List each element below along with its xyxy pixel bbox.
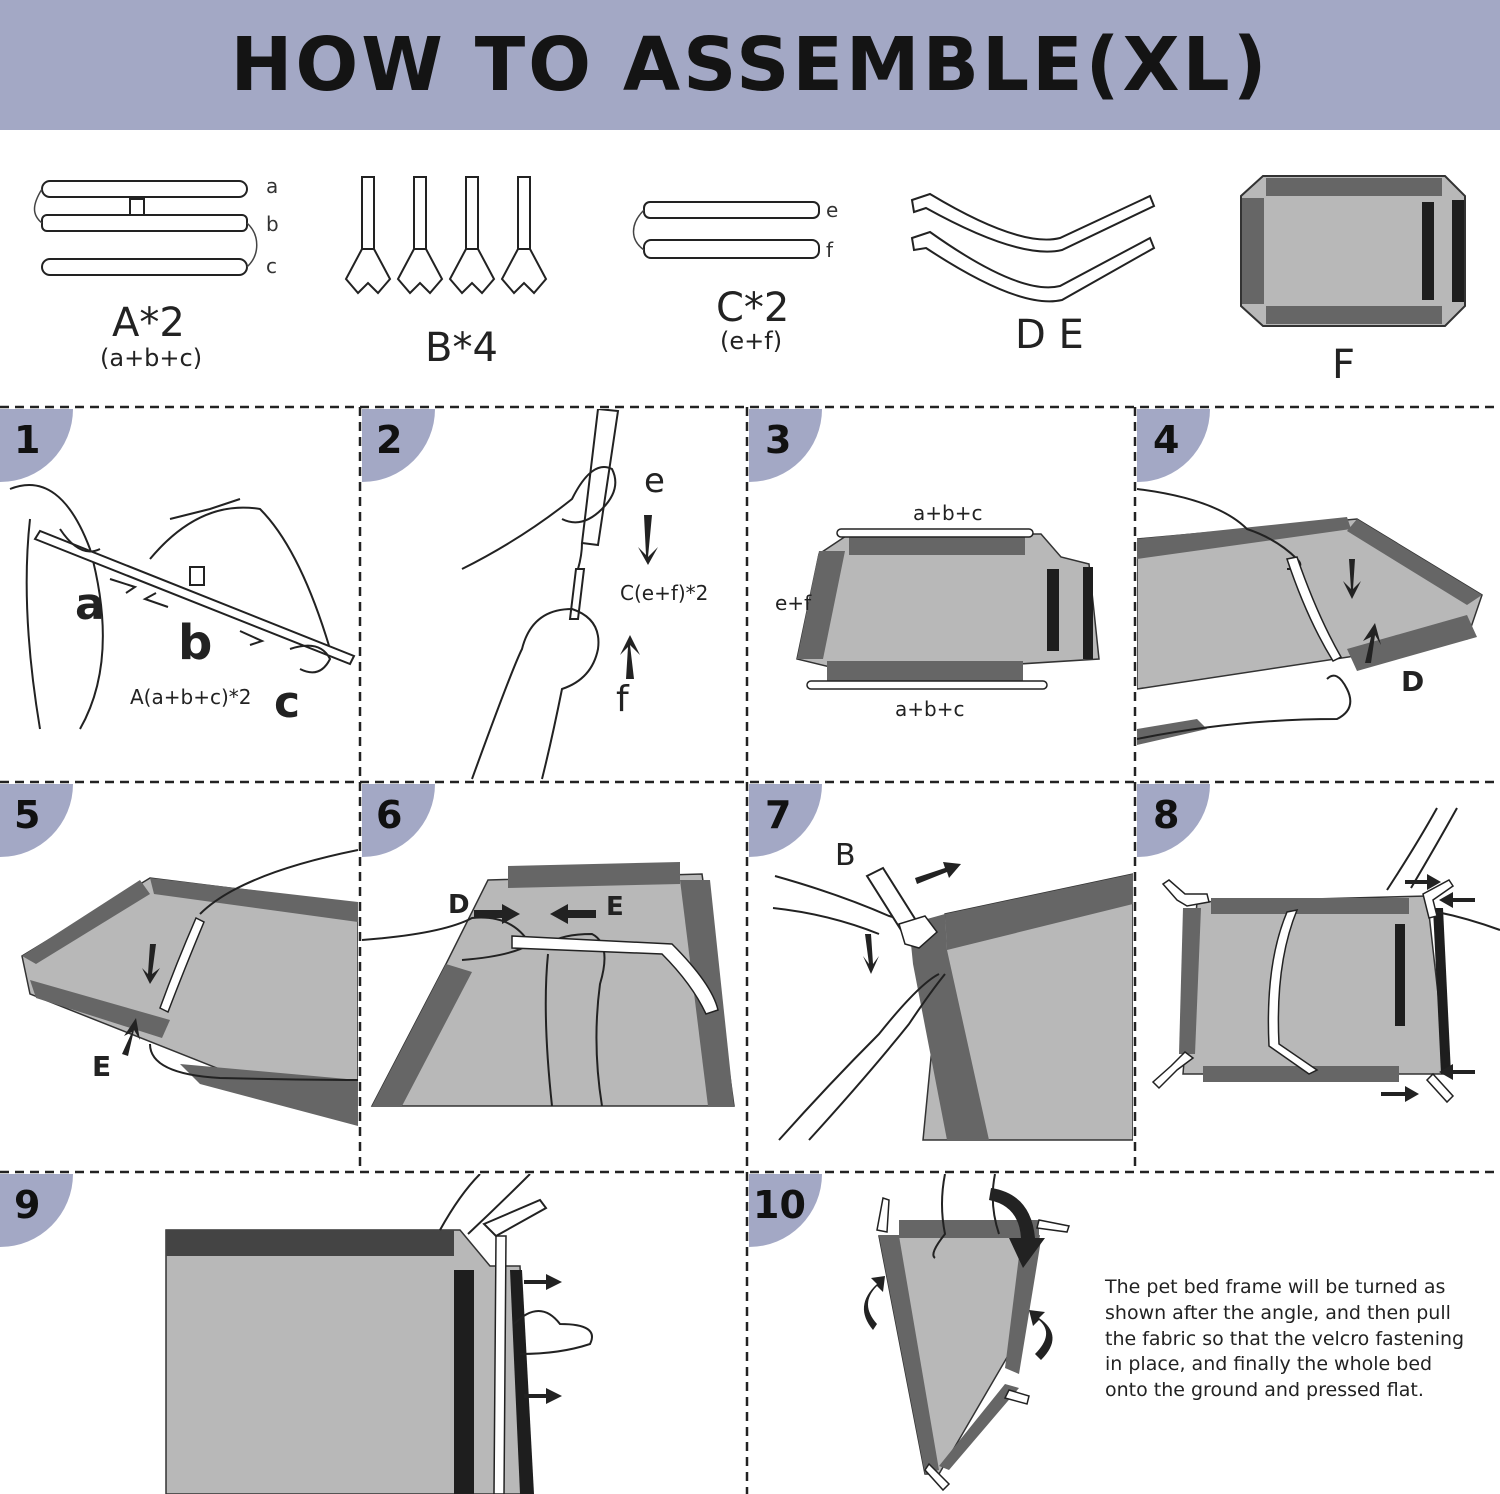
part-c-piece-f: f xyxy=(826,238,834,262)
part-a-piece-b: b xyxy=(266,212,279,236)
step-3-label-top: a+b+c xyxy=(913,501,983,525)
step-6-label-d: D xyxy=(448,890,470,920)
step-3-label-bottom: a+b+c xyxy=(895,697,965,721)
step-6-number: 6 xyxy=(376,793,403,837)
step-4-illustration xyxy=(1137,488,1483,745)
step-1-number: 1 xyxy=(14,418,41,462)
part-a-piece-c: c xyxy=(266,254,277,278)
step-10-description: The pet bed frame will be turned as show… xyxy=(1105,1276,1465,1402)
step-2: 2 e f C(e+f)*2 xyxy=(362,409,745,780)
step-3-illustration xyxy=(796,528,1100,690)
part-de-label: D E xyxy=(1015,312,1084,358)
step-6: 6 D E xyxy=(362,784,745,1170)
step-2-label-e: e xyxy=(644,461,665,501)
step-2-label-f: f xyxy=(616,679,629,720)
step-2-number: 2 xyxy=(376,418,403,462)
part-a-piece-a: a xyxy=(266,174,279,198)
part-c-sublabel: (e+f) xyxy=(720,327,783,355)
page-title: HOW TO ASSEMBLE(XL) xyxy=(230,22,1270,108)
step-7-illustration xyxy=(772,862,1133,1141)
part-c-label: C*2 xyxy=(716,285,790,331)
step-7-number: 7 xyxy=(765,793,792,837)
step-1-illustration xyxy=(9,484,356,730)
step-1: 1 a b c A(a+b+c)*2 xyxy=(0,409,358,780)
step-5-number: 5 xyxy=(14,793,41,837)
step-1-label-c: c xyxy=(274,677,301,728)
step-5-label-e: E xyxy=(92,1050,112,1083)
step-10: 10 The pet bed frame will be turned as s… xyxy=(749,1174,1500,1494)
step-8: 8 xyxy=(1137,784,1500,1170)
part-a-sublabel: (a+b+c) xyxy=(100,344,203,372)
step-2-caption: C(e+f)*2 xyxy=(620,581,709,605)
step-5-illustration xyxy=(21,849,358,1126)
step-9: 9 xyxy=(0,1174,745,1494)
step-6-illustration xyxy=(362,862,735,1107)
step-8-number: 8 xyxy=(1153,793,1180,837)
part-b-drawing xyxy=(344,176,548,295)
part-a-drawing xyxy=(33,180,258,276)
step-3-number: 3 xyxy=(765,418,792,462)
step-9-number: 9 xyxy=(14,1183,41,1227)
part-de-drawing xyxy=(910,192,1156,303)
step-1-caption: A(a+b+c)*2 xyxy=(130,685,252,709)
step-5: 5 E xyxy=(0,784,358,1170)
title-banner: HOW TO ASSEMBLE(XL) xyxy=(0,0,1500,130)
part-b-label: B*4 xyxy=(425,325,498,371)
step-9-illustration xyxy=(165,1174,593,1494)
parts-list: a b c A*2 (a+b+c) B*4 e f C*2 (e+f) D E xyxy=(0,130,1500,405)
step-10-illustration xyxy=(863,1174,1070,1492)
step-3: 3 a+b+c e+f a+b+c xyxy=(749,409,1133,780)
part-f-label: F xyxy=(1332,342,1356,388)
step-1-label-b: b xyxy=(178,615,213,671)
part-f-drawing xyxy=(1240,175,1466,327)
step-1-label-a: a xyxy=(75,579,105,630)
step-8-illustration xyxy=(1151,807,1500,1104)
step-3-label-left: e+f xyxy=(775,591,812,615)
step-2-illustration xyxy=(461,409,658,780)
step-7-label-b: B xyxy=(835,838,856,873)
step-10-number: 10 xyxy=(753,1183,806,1227)
step-4-label-d: D xyxy=(1401,665,1425,698)
step-4: 4 D xyxy=(1137,409,1500,780)
step-6-label-e: E xyxy=(606,892,624,922)
step-7: 7 B xyxy=(749,784,1133,1170)
part-c-piece-e: e xyxy=(826,198,839,222)
step-4-number: 4 xyxy=(1153,418,1180,462)
part-c-drawing xyxy=(632,201,820,259)
part-a-label: A*2 xyxy=(112,300,185,346)
